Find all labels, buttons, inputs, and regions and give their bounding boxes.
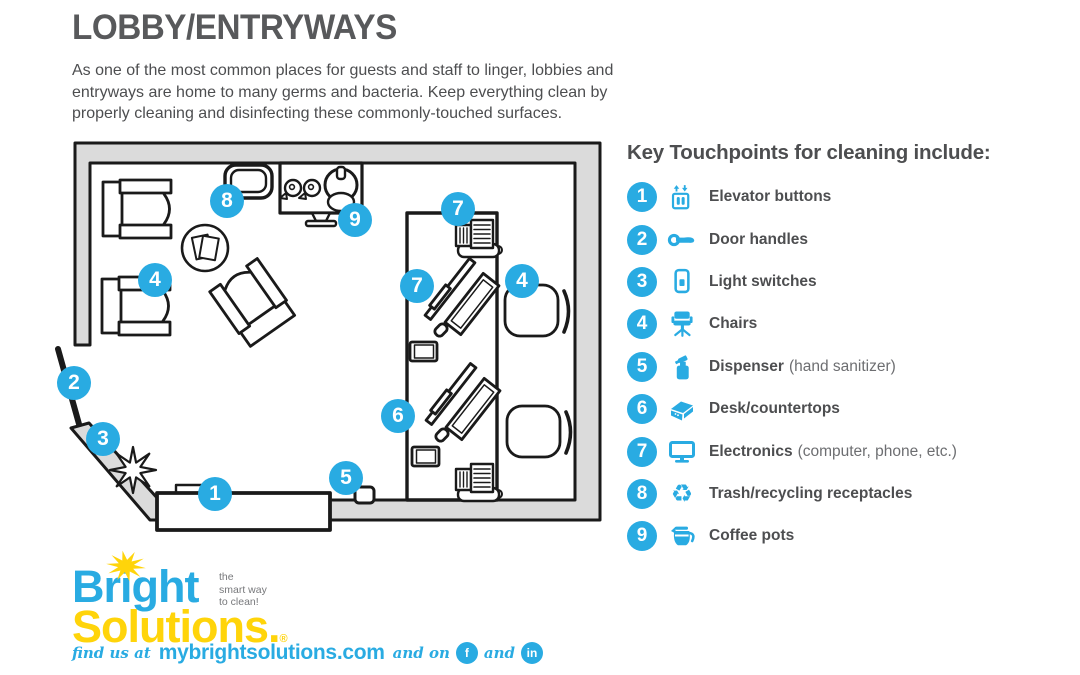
floorplan-marker-electronics-2: 7 <box>441 192 475 226</box>
legend-note: (hand sanitizer) <box>788 357 896 375</box>
number-badge: 3 <box>627 266 657 297</box>
number-badge: 1 <box>627 182 657 213</box>
light-switch-icon <box>666 267 698 297</box>
number-badge: 8 <box>627 478 657 509</box>
legend-heading: Key Touchpoints for cleaning include: <box>627 141 991 164</box>
floorplan-marker-chair-left: 4 <box>138 263 172 297</box>
footer-links: find us at mybrightsolutions.com and on … <box>72 641 549 665</box>
legend-label: Trash/recycling receptacles <box>709 484 913 502</box>
floorplan-marker-electronics-1: 7 <box>400 269 434 303</box>
elevator-icon <box>666 182 698 212</box>
monitor-icon <box>666 437 698 467</box>
intro-paragraph: As one of the most common places for gue… <box>72 62 614 123</box>
legend-item-trash-recycling: 8 ♻ Trash/recycling receptacles <box>627 473 1067 515</box>
tagline-line: smart way <box>219 583 267 596</box>
number-badge: 7 <box>627 436 657 467</box>
desk-countertop-icon <box>666 394 698 424</box>
number-badge: 2 <box>627 224 657 255</box>
legend-label: Elevator buttons <box>709 188 832 206</box>
brand-name-line1: Bright <box>72 561 199 612</box>
floorplan-marker-trash: 8 <box>210 184 244 218</box>
facebook-icon[interactable]: f <box>455 642 478 664</box>
floorplan-marker-chair-right: 4 <box>505 264 539 298</box>
legend-item-electronics: 7 Electronics(computer, phone, etc.) <box>627 430 1067 472</box>
office-chair-icon <box>666 309 698 339</box>
legend-label: Coffee pots <box>709 527 795 545</box>
legend-list: 1 Elevator buttons 2 <box>627 176 1067 558</box>
legend-note: (computer, phone, etc.) <box>797 442 957 460</box>
legend-item-coffee-pots: 9 Coffee pots <box>627 515 1067 557</box>
legend-label: Desk/countertops <box>709 400 840 418</box>
number-badge: 9 <box>627 521 657 552</box>
tagline-line: to clean! <box>219 596 259 609</box>
desk-chair <box>505 404 573 459</box>
linkedin-icon[interactable]: in <box>521 642 544 664</box>
number-badge: 4 <box>627 309 657 340</box>
floorplan-marker-coffee: 9 <box>338 203 372 237</box>
brand-name-line2: Solutions.® <box>72 604 288 649</box>
legend-item-light-switches: 3 Light switches <box>627 261 1067 303</box>
floorplan-marker-dispenser: 5 <box>329 461 363 495</box>
dispenser-bottle-icon <box>666 352 698 382</box>
footer-script-text: find us at <box>72 644 151 662</box>
number-badge: 6 <box>627 394 657 425</box>
elevator-unit <box>155 483 332 532</box>
coffee-pot-icon <box>666 521 698 551</box>
website-link[interactable]: mybrightsolutions.com <box>158 641 385 664</box>
page-title: LOBBY/ENTRYWAYS <box>72 8 397 47</box>
sanitizer-dispenser <box>353 485 376 505</box>
starburst-icon <box>106 550 146 582</box>
floorplan-marker-desk: 6 <box>381 399 415 433</box>
recycle-glyph: ♻ <box>670 479 694 509</box>
number-badge: 5 <box>627 351 657 382</box>
tagline-line: the <box>219 571 234 583</box>
door-handle-icon <box>666 225 698 255</box>
legend-label: Door handles <box>709 230 809 248</box>
round-side-table <box>180 223 230 273</box>
legend-item-door-handles: 2 Door handles <box>627 218 1067 260</box>
armchair <box>101 178 173 240</box>
plant <box>108 445 158 495</box>
legend-item-elevator-buttons: 1 Elevator buttons <box>627 176 1067 218</box>
floorplan-marker-light-switch: 3 <box>86 422 120 456</box>
brand-logo-block: Bright the smart way to clean! Solutions… <box>72 550 544 664</box>
legend-label: Chairs <box>709 315 758 333</box>
registered-mark: ® <box>279 633 288 645</box>
legend-label: Dispenser <box>709 357 784 375</box>
brand-name-text: Solutions. <box>72 601 280 652</box>
tablet-device <box>410 445 441 468</box>
legend-item-desk-countertops: 6 Desk/countertops <box>627 388 1067 430</box>
armchair-rotated <box>208 257 298 349</box>
legend-label: Light switches <box>709 272 817 290</box>
legend-label: Electronics <box>709 442 793 460</box>
touchpoints-legend: Key Touchpoints for cleaning include: 1 … <box>627 141 1067 552</box>
legend-item-dispenser: 5 Dispenser(hand sanitizer) <box>627 346 1067 388</box>
footer-script-text: and <box>483 644 516 662</box>
footer-script-text: and on <box>392 644 450 662</box>
floorplan-marker-elevator: 1 <box>198 477 232 511</box>
recycle-icon: ♻ <box>666 479 698 509</box>
floorplan-marker-door-handle: 2 <box>57 366 91 400</box>
brand-tagline: the smart way to clean! <box>219 571 267 609</box>
legend-item-chairs: 4 Chairs <box>627 303 1067 345</box>
tablet-device <box>408 340 439 363</box>
